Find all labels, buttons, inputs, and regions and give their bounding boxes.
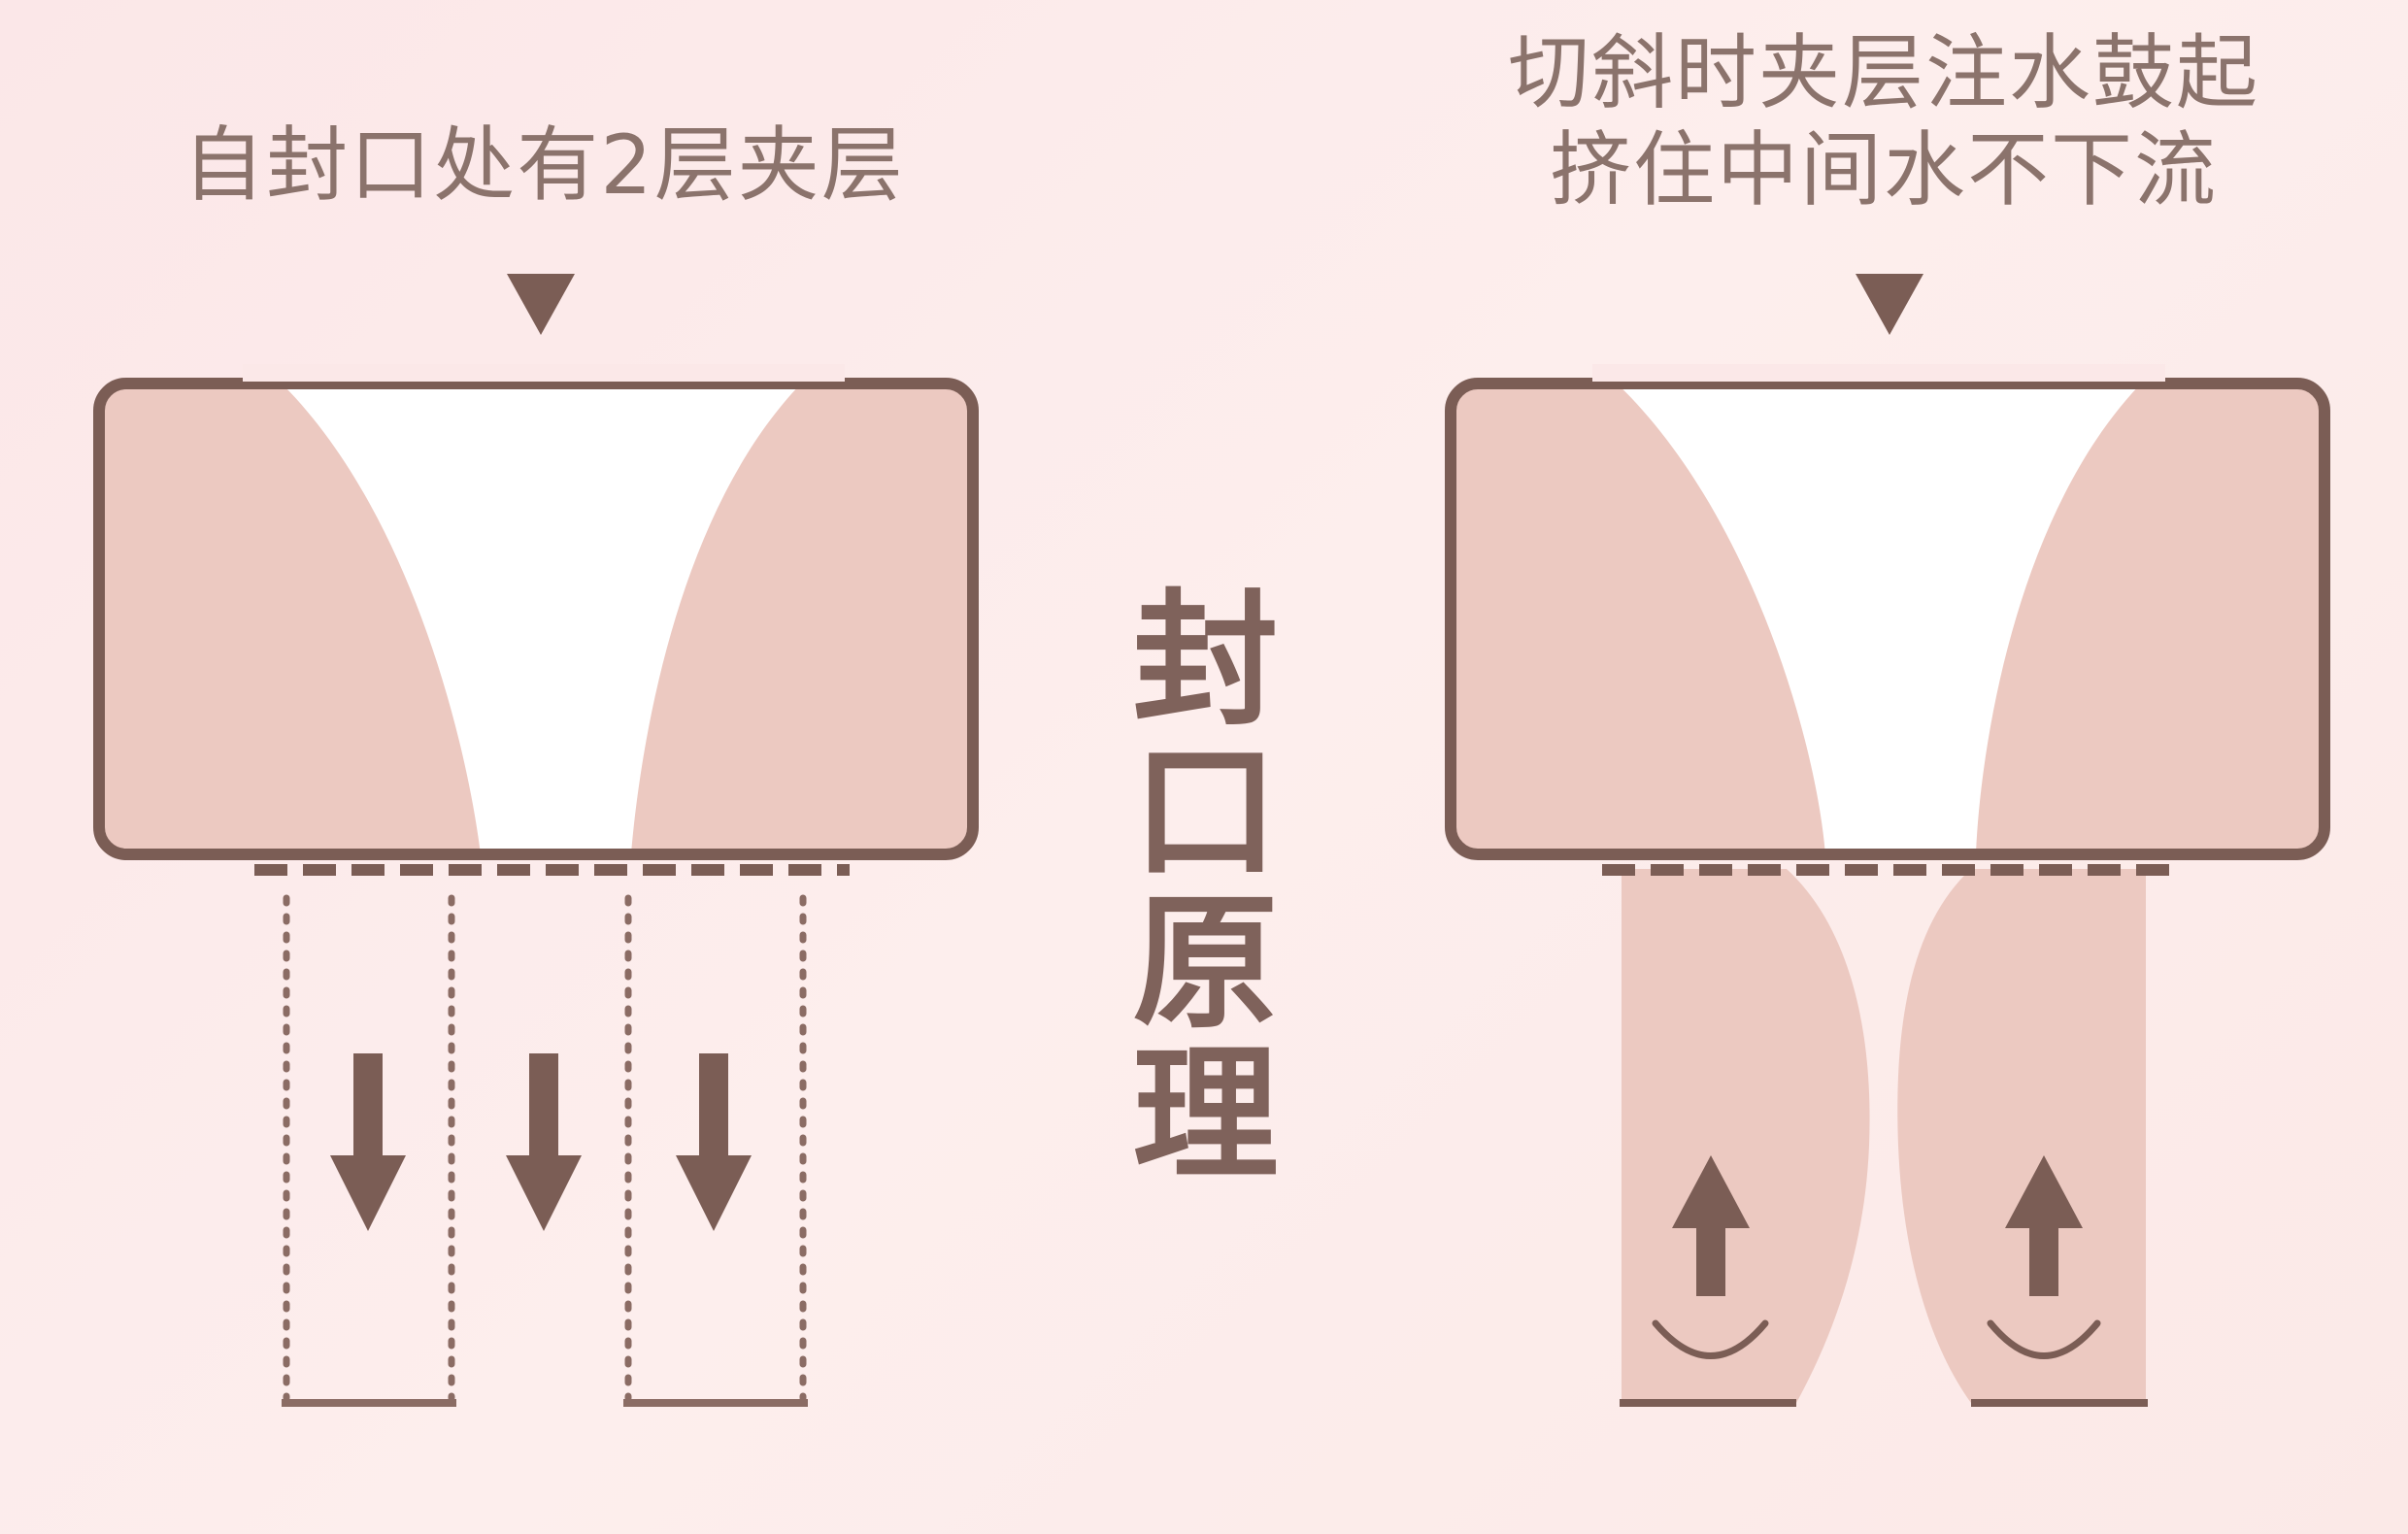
left-seal-block [93,364,979,860]
left-layer-outline-1 [282,894,456,1407]
arc-icon [1652,1319,1769,1359]
arrow-down-icon [330,1053,406,1231]
right-bulge-layer-right [1897,869,2148,1407]
left-funnel [277,379,806,854]
arrow-up-icon [1672,1155,1750,1296]
right-caption: 切斜时夹层注水鼓起 挤住中间水不下流 [1398,24,2369,218]
arrow-down-icon [506,1053,582,1231]
right-pointer-icon [1856,274,1923,335]
right-bulge-layer-left [1620,869,1870,1407]
left-panel [93,274,979,1407]
right-panel [1445,274,2330,1407]
left-pointer-icon [507,274,575,335]
right-seal-block [1445,364,2330,860]
arc-icon [1987,1319,2101,1359]
arrow-up-icon [2005,1155,2083,1296]
right-funnel [1612,379,2146,854]
right-caption-line-2: 挤住中间水不下流 [1549,122,2218,217]
right-caption-line-1: 切斜时夹层注水鼓起 [1507,25,2259,120]
left-caption: 自封口处有2层夹层 [183,117,905,213]
center-title: 封口原理 [1108,583,1277,1188]
arrow-down-icon [676,1053,752,1231]
left-layer-outline-2 [623,894,808,1407]
